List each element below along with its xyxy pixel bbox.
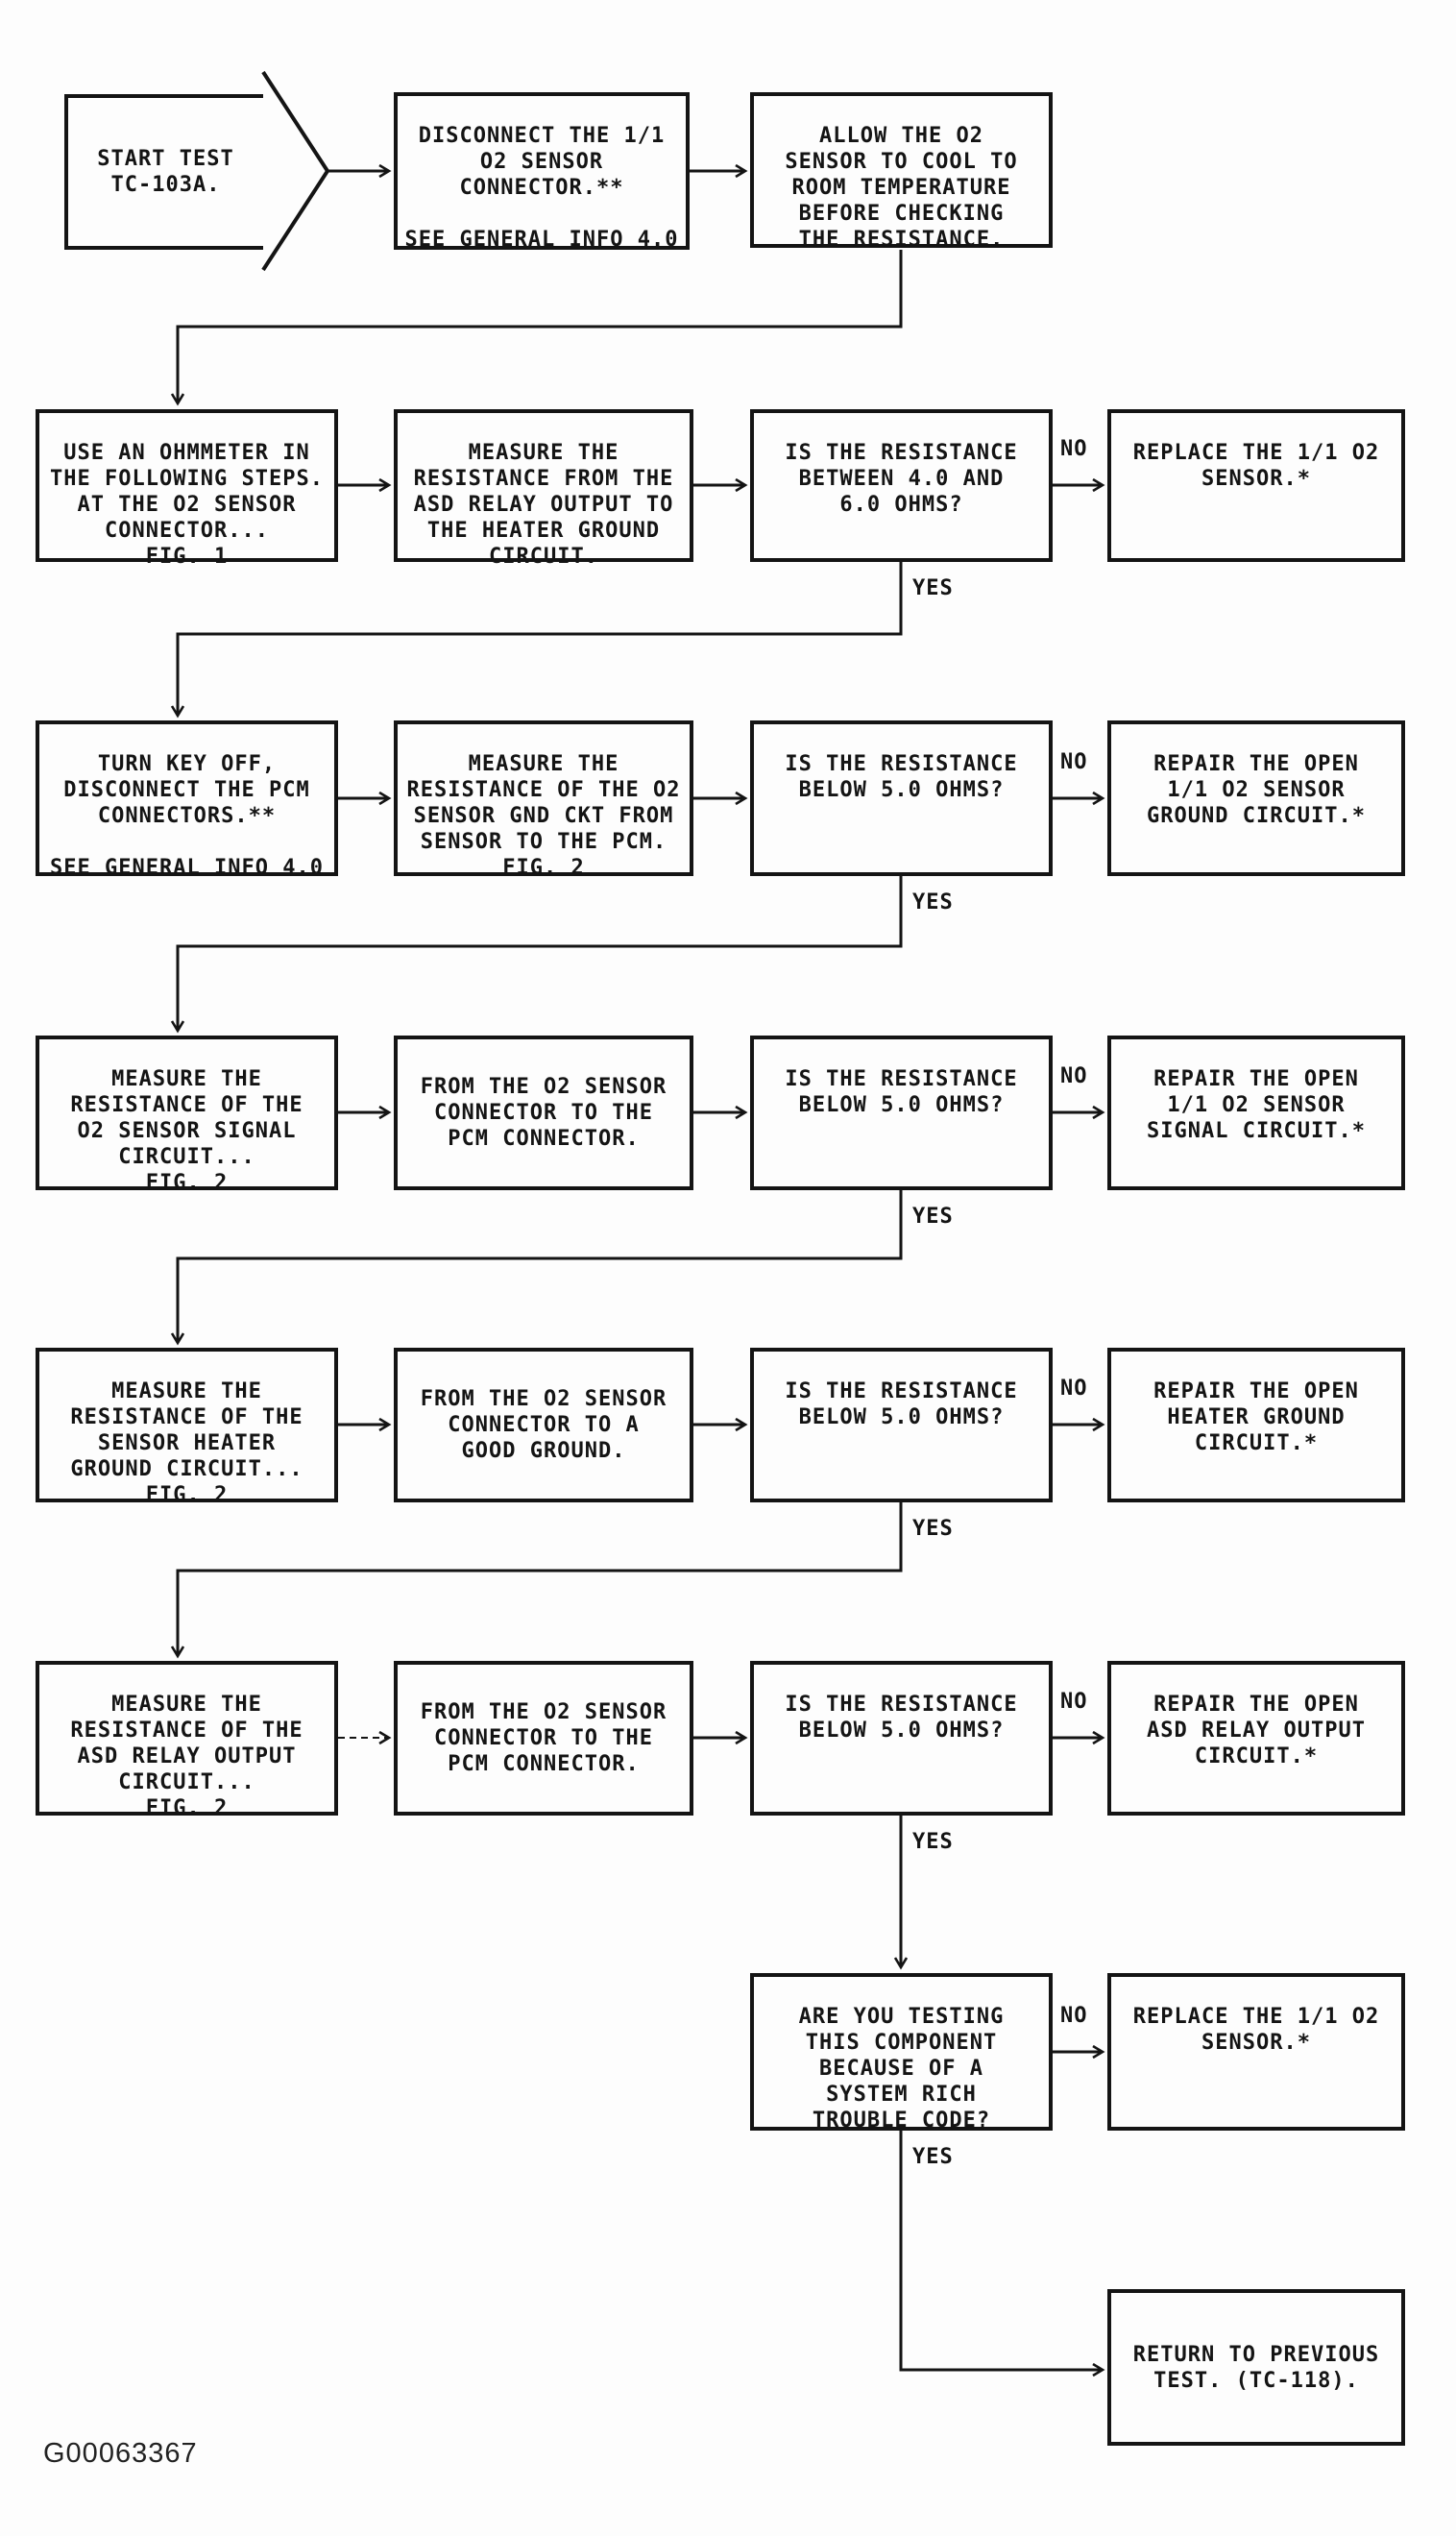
step-from-connector-to-pcm-a: FROM THE O2 SENSOR CONNECTOR TO THE PCM … <box>394 1036 693 1190</box>
decision-resistance-below-5-ground: IS THE RESISTANCE BELOW 5.0 OHMS? <box>750 720 1053 876</box>
decision-resistance-below-5-signal: IS THE RESISTANCE BELOW 5.0 OHMS? <box>750 1036 1053 1190</box>
step-use-ohmmeter: USE AN OHMMETER IN THE FOLLOWING STEPS. … <box>36 409 338 569</box>
decision-resistance-below-5-asd: IS THE RESISTANCE BELOW 5.0 OHMS? <box>750 1661 1053 1816</box>
step-measure-signal-circuit: MEASURE THE RESISTANCE OF THE O2 SENSOR … <box>36 1036 338 1195</box>
step-measure-asd-to-heater-ground: MEASURE THE RESISTANCE FROM THE ASD RELA… <box>394 409 693 569</box>
step-from-connector-to-pcm-b: FROM THE O2 SENSOR CONNECTOR TO THE PCM … <box>394 1661 693 1816</box>
start-node: START TEST TC-103A. <box>64 94 263 250</box>
action-repair-ground-circuit: REPAIR THE OPEN 1/1 O2 SENSOR GROUND CIR… <box>1107 720 1405 876</box>
action-repair-heater-ground: REPAIR THE OPEN HEATER GROUND CIRCUIT.* <box>1107 1348 1405 1502</box>
no-label-row3: NO <box>1060 750 1088 774</box>
edge-yes-row4 <box>178 1190 903 1342</box>
yes-label-row5: YES <box>912 1517 954 1541</box>
action-repair-signal-circuit: REPAIR THE OPEN 1/1 O2 SENSOR SIGNAL CIR… <box>1107 1036 1405 1190</box>
step-from-connector-to-good-ground: FROM THE O2 SENSOR CONNECTOR TO A GOOD G… <box>394 1348 693 1502</box>
start-banner-chevron <box>261 70 330 272</box>
edge-yes-row5 <box>178 1502 903 1655</box>
yes-label-row3: YES <box>912 890 954 914</box>
yes-label-row4: YES <box>912 1205 954 1229</box>
no-label-row4: NO <box>1060 1064 1088 1088</box>
decision-system-rich-code: ARE YOU TESTING THIS COMPONENT BECAUSE O… <box>750 1973 1053 2133</box>
edge-yes-row2 <box>178 562 903 715</box>
step-measure-heater-ground: MEASURE THE RESISTANCE OF THE SENSOR HEA… <box>36 1348 338 1507</box>
edge-yes-row7 <box>899 2131 1102 2370</box>
edge-cool-to-ohmmeter <box>178 250 903 402</box>
step-measure-asd-relay-output: MEASURE THE RESISTANCE OF THE ASD RELAY … <box>36 1661 338 1820</box>
yes-label-row7: YES <box>912 2145 954 2169</box>
no-label-row6: NO <box>1060 1690 1088 1714</box>
yes-label-row6: YES <box>912 1830 954 1854</box>
step-measure-gnd-ckt: MEASURE THE RESISTANCE OF THE O2 SENSOR … <box>394 720 693 880</box>
no-label-row7: NO <box>1060 2004 1088 2028</box>
action-repair-asd-output: REPAIR THE OPEN ASD RELAY OUTPUT CIRCUIT… <box>1107 1661 1405 1816</box>
action-replace-o2-sensor-b: REPLACE THE 1/1 O2 SENSOR.* <box>1107 1973 1405 2131</box>
edge-yes-row3 <box>178 876 903 1030</box>
no-label-row5: NO <box>1060 1377 1088 1401</box>
step-disconnect-o2-connector: DISCONNECT THE 1/1 O2 SENSOR CONNECTOR.*… <box>394 92 690 252</box>
action-replace-o2-sensor-a: REPLACE THE 1/1 O2 SENSOR.* <box>1107 409 1405 562</box>
no-label-row2: NO <box>1060 437 1088 461</box>
yes-label-row2: YES <box>912 576 954 600</box>
step-turn-key-off: TURN KEY OFF, DISCONNECT THE PCM CONNECT… <box>36 720 338 880</box>
step-allow-sensor-cool: ALLOW THE O2 SENSOR TO COOL TO ROOM TEMP… <box>750 92 1053 252</box>
decision-resistance-below-5-heater: IS THE RESISTANCE BELOW 5.0 OHMS? <box>750 1348 1053 1502</box>
figure-id-label: G00063367 <box>43 2438 198 2469</box>
decision-resistance-between-4-and-6: IS THE RESISTANCE BETWEEN 4.0 AND 6.0 OH… <box>750 409 1053 562</box>
action-return-previous-test: RETURN TO PREVIOUS TEST. (TC-118). <box>1107 2289 1405 2446</box>
